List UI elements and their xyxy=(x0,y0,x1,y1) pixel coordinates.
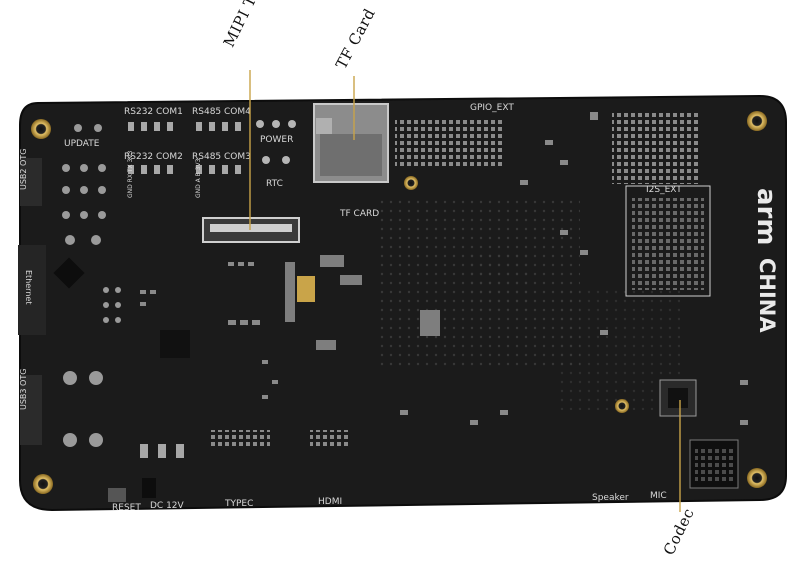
silk-ethernet: Ethernet xyxy=(24,270,33,304)
fiducial-1 xyxy=(404,176,418,190)
silk-rs232-com1: RS232 COM1 xyxy=(124,107,183,117)
silk-dc-12v: DC 12V xyxy=(150,501,185,511)
left-header-array xyxy=(62,124,121,447)
brand-logo-china: CHINA xyxy=(755,258,779,333)
brand-logo-arm: arm xyxy=(751,188,781,245)
power-header xyxy=(256,120,296,164)
silk-power: POWER xyxy=(260,135,293,145)
silk-usb2-otg: USB2 OTG xyxy=(19,149,28,190)
fiducial-2 xyxy=(615,399,629,413)
silk-rs232-com2: RS232 COM2 xyxy=(124,152,183,162)
silk-mic: MIC xyxy=(650,491,667,501)
silk-hdmi: HDMI xyxy=(318,497,342,507)
ethernet-connector xyxy=(18,245,46,335)
silk-typec: TYPEC xyxy=(224,499,253,509)
jack-block xyxy=(53,257,85,289)
usb2-otg-connector xyxy=(20,158,42,206)
silk-i2s-ext: I2S_EXT xyxy=(646,185,682,195)
silk-rs485-com3: RS485 COM3 xyxy=(192,152,251,162)
mounting-hole-bl xyxy=(33,474,53,494)
right-component-array xyxy=(612,112,711,297)
silk-update: UPDATE xyxy=(64,139,100,149)
silk-reset: RESET xyxy=(112,503,141,513)
soc-area xyxy=(160,250,530,358)
mounting-hole-tl xyxy=(31,119,51,139)
mounting-hole-br xyxy=(747,468,767,488)
gpio-ext-header xyxy=(395,118,505,168)
bottom-edge-parts xyxy=(108,430,350,502)
silk-gpio-ext: GPIO_EXT xyxy=(470,103,514,113)
silk-usb3-otg: USB3 OTG xyxy=(19,369,28,410)
mounting-hole-tr xyxy=(747,111,767,131)
silk-rs485-com4: RS485 COM4 xyxy=(192,107,251,117)
smd-parts xyxy=(140,112,748,425)
silk-gnd-rx-tx-3v3: GND RX TX 3V3 xyxy=(127,151,134,198)
silk-gnd-a-b-3v3: GND A B 3V3 xyxy=(195,158,202,198)
silk-tf-card: TF CARD xyxy=(339,209,379,219)
silk-speaker: Speaker xyxy=(592,493,629,503)
usb3-otg-connector xyxy=(20,375,42,445)
silk-rtc: RTC xyxy=(266,179,283,189)
codec-area xyxy=(659,379,739,489)
com-header-pins xyxy=(128,122,241,174)
